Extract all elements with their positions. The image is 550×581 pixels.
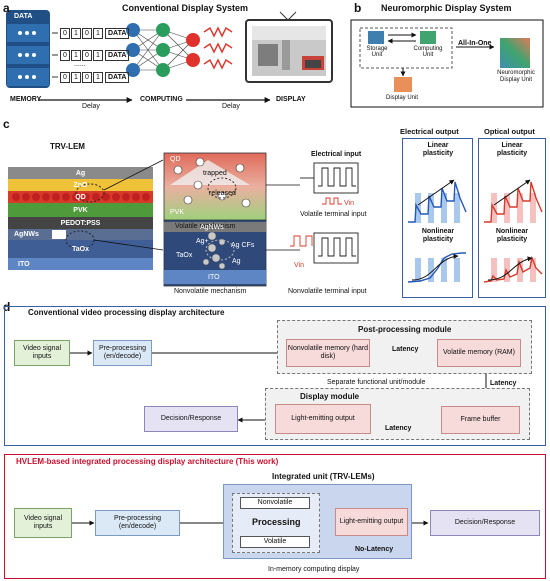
panel-b-label: b: [354, 1, 361, 15]
nonlinear-label-optical: Nonlinear plasticity: [485, 228, 539, 244]
decision-response-box: Decision/Response: [144, 406, 238, 432]
layer-ito: ITO: [8, 258, 153, 270]
layer-ag: Ag: [8, 167, 153, 179]
post-module-title: Post-processing module: [358, 326, 451, 334]
layer-zno: ZnO: [8, 179, 153, 191]
integrated-light-output-box: Light-emitting output: [335, 508, 408, 536]
computing-label: COMPUTING: [140, 96, 183, 103]
volatile-input-label: Volatile terminal input: [300, 211, 367, 218]
agnws-label: AgNWs: [200, 224, 224, 231]
layer-pvk: PVK: [8, 203, 153, 217]
nonvolatile-circuit: [290, 233, 358, 263]
frame-buffer-box: Frame buffer: [441, 406, 520, 434]
latency-label-2: Latency: [490, 380, 516, 387]
agcfs-label: Ag CFs: [231, 242, 254, 249]
pre-processing-box: Pre-processing (en/decode): [93, 340, 152, 366]
optical-output-title: Optical output: [484, 128, 535, 136]
volatile-box: Volatile: [240, 536, 310, 548]
panel-a-title: Conventional Display System: [122, 4, 248, 13]
taox-label: TaOx: [176, 252, 192, 259]
layer-qd: QD: [8, 191, 153, 203]
light-emitting-output-box: Light-emitting output: [275, 404, 371, 434]
video-input-box: Video signal inputs: [14, 340, 70, 366]
layer-agnws: AgNWs: [8, 229, 153, 240]
nonvolatile-input-label: Nonvolatile terminal input: [288, 288, 367, 295]
neuromorphic-unit-label: Neuromorphic Display Unit: [494, 70, 538, 83]
electrical-output-panel: [402, 138, 473, 298]
latency-label-1: Latency: [392, 346, 418, 353]
pvk-label: PVK: [170, 209, 184, 216]
in-memory-label: In-memory computing display: [268, 566, 359, 573]
all-in-one-label: All-In-One: [458, 40, 491, 47]
processing-label: Processing: [252, 518, 301, 527]
released-label: released: [209, 190, 236, 197]
nonlinear-label-electrical: Nonlinear plasticity: [411, 228, 465, 244]
ag-label: Ag: [232, 258, 241, 265]
storage-unit-label: Storage Unit: [362, 46, 392, 58]
electrical-output-title: Electrical output: [400, 128, 459, 136]
memory-label: MEMORY: [10, 96, 41, 103]
hvlem-title: HVLEM-based integrated processing displa…: [16, 458, 278, 466]
nonvolatile-caption: Nonvolatile mechanism: [174, 288, 246, 295]
nonvolatile-box: Nonvolatile: [240, 497, 310, 509]
db-label: DATA: [14, 13, 32, 20]
volatile-memory-box: Volatile memory (RAM): [437, 339, 521, 367]
display-module-title: Display module: [300, 393, 359, 401]
layer-pedot: PEDOT:PSS: [8, 217, 153, 229]
linear-label-electrical: Linear plasticity: [418, 142, 458, 158]
conventional-title: Conventional video processing display ar…: [28, 309, 225, 317]
electrical-input-label: Electrical input: [311, 151, 361, 158]
nonvolatile-memory-box: Nonvolatile memory (hard disk): [286, 339, 370, 367]
agplus-label: Ag+: [196, 238, 209, 245]
display-label: DISPLAY: [276, 96, 306, 103]
optical-output-panel: [478, 138, 546, 298]
video-input-box-2: Video signal inputs: [14, 508, 72, 538]
database-stack: [6, 10, 50, 88]
vin-label-volatile: Vin: [344, 200, 354, 207]
device-title: TRV-LEM: [50, 143, 85, 151]
integrated-unit-title: Integrated unit (TRV-LEMs): [272, 473, 375, 481]
ito-label: ITO: [208, 274, 220, 281]
display-unit-label: Display Unit: [386, 95, 418, 101]
vin-label-nonvolatile: Vin: [294, 262, 304, 269]
tv-display: [246, 12, 332, 82]
pre-processing-box-2: Pre-processing (en/decode): [95, 510, 180, 536]
delay-label-2: Delay: [222, 103, 240, 110]
computing-unit-label: Computing Unit: [413, 46, 443, 58]
panel-a-label: a: [3, 1, 10, 15]
separate-label: Separate functional unit/module: [327, 379, 425, 386]
trapped-label: trapped: [203, 170, 227, 177]
no-latency-label: No-Latency: [355, 546, 393, 553]
latency-label-3: Latency: [385, 425, 411, 432]
panel-b-title: Neuromorphic Display System: [381, 4, 512, 13]
layer-taox: TaOx: [8, 240, 153, 258]
delay-label-1: Delay: [82, 103, 100, 110]
stream-ellipsis: ......: [74, 61, 86, 68]
qd-label: QD: [170, 156, 181, 163]
volatile-circuit: [300, 163, 358, 204]
linear-label-optical: Linear plasticity: [492, 142, 532, 158]
decision-response-box-2: Decision/Response: [430, 510, 540, 536]
panel-c-label: c: [3, 117, 10, 131]
